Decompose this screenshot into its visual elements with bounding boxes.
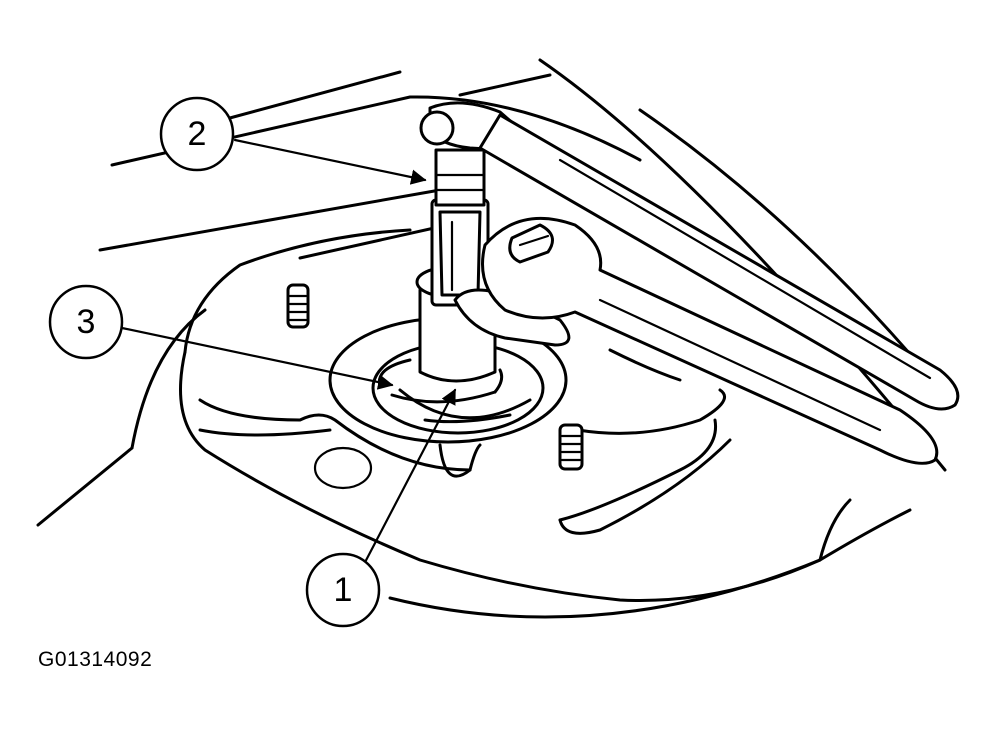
box-wrench	[453, 216, 939, 465]
ratchet-handle	[419, 101, 960, 411]
callout-1-label: 1	[334, 571, 353, 609]
mounting-stud-left	[286, 283, 310, 329]
figure-id: G01314092	[38, 648, 153, 671]
callout-3-label: 3	[77, 303, 96, 341]
callout-2: 2	[159, 96, 235, 172]
socket-tool	[430, 148, 490, 307]
callout-3: 3	[48, 284, 124, 360]
mounting-stud-right	[558, 423, 584, 471]
callout-2-label: 2	[188, 115, 207, 153]
callout-1: 1	[305, 552, 381, 628]
fender-outline	[36, 58, 947, 527]
callout-leaders	[120, 138, 457, 570]
shock-tower-plate	[179, 228, 912, 619]
